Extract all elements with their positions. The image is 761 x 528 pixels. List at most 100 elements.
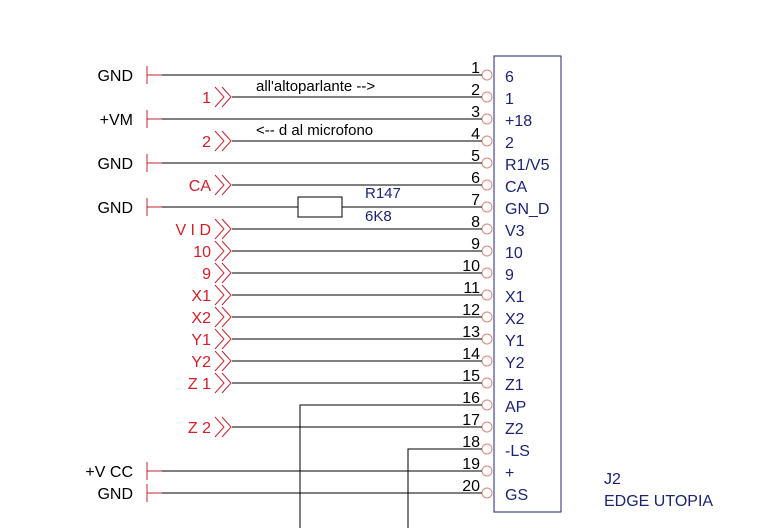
power-label: GND — [97, 486, 133, 503]
net-label: 9 — [202, 266, 211, 283]
pin-number: 3 — [471, 104, 480, 121]
net-chevron-icon — [214, 350, 232, 372]
pin-label: V3 — [505, 223, 525, 240]
net-label: V I D — [175, 222, 211, 239]
pin-circle — [481, 465, 493, 477]
pin-label: X2 — [505, 311, 525, 328]
pin-number: 9 — [471, 236, 480, 253]
power-label: +V CC — [85, 464, 133, 481]
net-chevron-icon — [214, 284, 232, 306]
pin-number: 5 — [471, 148, 480, 165]
connector-body — [493, 55, 562, 513]
pin-circle — [481, 113, 493, 125]
pin-circle — [481, 201, 493, 213]
net-label: 10 — [193, 244, 211, 261]
pin-circle — [481, 267, 493, 279]
pin-number: 8 — [471, 214, 480, 231]
pin-5: 5R1/V5 GND — [97, 148, 549, 174]
pin-number: 1 — [471, 60, 480, 77]
pin-19: 19 + +V CC — [85, 456, 514, 482]
resistor-ref: R147 — [365, 185, 401, 202]
pin-18: 18 -LS — [407, 434, 530, 528]
power-label: GND — [97, 200, 133, 217]
pin-circle — [481, 245, 493, 257]
net-label: Y1 — [191, 332, 211, 349]
pin-label: Y2 — [505, 355, 525, 372]
power-label: +VM — [100, 112, 133, 129]
net-label: 2 — [202, 134, 211, 151]
pin-label: +18 — [505, 113, 532, 130]
pin-label: -LS — [505, 443, 530, 460]
pin-circle — [481, 179, 493, 191]
pin-label: + — [505, 465, 514, 482]
pin-number: 7 — [471, 192, 480, 209]
net-label: 1 — [202, 90, 211, 107]
pin-9: 9 10 10 — [193, 236, 523, 262]
resistor-body — [297, 196, 343, 218]
power-label: GND — [97, 68, 133, 85]
pin-label: AP — [505, 399, 526, 416]
net-chevron-icon — [214, 328, 232, 350]
pin-circle — [481, 421, 493, 433]
pin-label: 10 — [505, 245, 523, 262]
pin-number: 14 — [462, 346, 480, 363]
pin-1: 1 6 GND — [97, 60, 514, 86]
net-label: X1 — [191, 288, 211, 305]
net-chevron-icon — [214, 262, 232, 284]
power-label: GND — [97, 156, 133, 173]
pin-10: 10 9 9 — [202, 258, 514, 284]
pin-number: 20 — [462, 478, 480, 495]
pin-label: 2 — [505, 135, 514, 152]
pin-8: 8V3 V I D — [175, 214, 524, 240]
pin-circle — [481, 311, 493, 323]
pin-label: 9 — [505, 267, 514, 284]
pin-circle — [481, 377, 493, 389]
pin-number: 13 — [462, 324, 480, 341]
net-label: Z 1 — [188, 376, 211, 393]
net-label: X2 — [191, 310, 211, 327]
pin-label: R1/V5 — [505, 157, 550, 174]
pin-circle — [481, 487, 493, 499]
pin-circle — [481, 135, 493, 147]
pin-number: 19 — [462, 456, 480, 473]
connector-ref: J2 — [604, 471, 621, 488]
net-label: Z 2 — [188, 420, 211, 437]
pin-label: GS — [505, 487, 528, 504]
resistor-value: 6K8 — [365, 208, 392, 225]
pin-number: 6 — [471, 170, 480, 187]
pin-2: 211 — [202, 82, 514, 108]
net-chevron-icon — [214, 174, 232, 196]
connector-name: EDGE UTOPIA — [604, 493, 713, 510]
net-chevron-icon — [214, 306, 232, 328]
pin-label: 6 — [505, 69, 514, 86]
pin-number: 12 — [462, 302, 480, 319]
pin-label: 1 — [505, 91, 514, 108]
pin-circle — [481, 399, 493, 411]
pin-label: Z1 — [505, 377, 524, 394]
pin-number: 10 — [462, 258, 480, 275]
net-label: Y2 — [191, 354, 211, 371]
pin-circle — [481, 443, 493, 455]
net-chevron-icon — [214, 240, 232, 262]
pin-number: 17 — [462, 412, 480, 429]
pin-number: 4 — [471, 126, 480, 143]
pin-label: CA — [505, 179, 528, 196]
pin-circle — [481, 69, 493, 81]
pin-number: 16 — [462, 390, 480, 407]
pin-circle — [481, 223, 493, 235]
pin-circle — [481, 289, 493, 301]
pin-label: X1 — [505, 289, 525, 306]
pin-number: 11 — [463, 280, 480, 297]
pin-4: 4 2 2 — [202, 126, 514, 152]
pin-number: 18 — [462, 434, 480, 451]
pin-label: GN_D — [505, 201, 549, 218]
pin-circle — [481, 355, 493, 367]
pin-circle — [481, 333, 493, 345]
wire — [407, 448, 482, 528]
pin-circle — [481, 157, 493, 169]
